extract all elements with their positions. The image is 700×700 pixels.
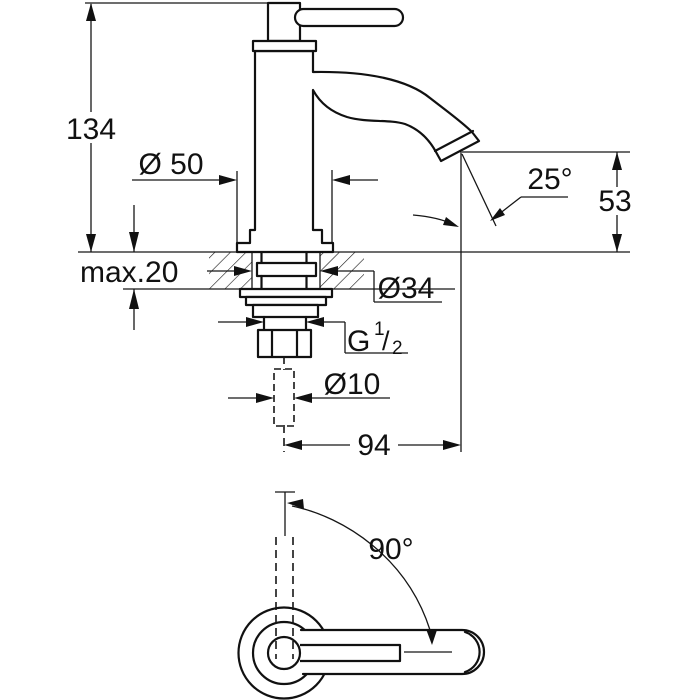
thread-g-label: G	[347, 325, 370, 358]
dimension-spout-outlet-height: 53	[598, 152, 632, 252]
mounting-shank	[255, 250, 318, 291]
dim-spout-reach: 94	[357, 429, 390, 462]
base-inner-circle	[266, 635, 302, 671]
dimension-deck-hole-diameter: Ø34	[207, 266, 442, 305]
faucet-body-and-spout	[235, 49, 481, 254]
dim-supply-pipe-diameter: Ø10	[324, 368, 381, 401]
dimension-overall-height: 134	[66, 3, 116, 252]
thread-numerator: 1	[374, 319, 385, 340]
dimension-supply-pipe-diameter: Ø10	[228, 368, 390, 403]
dim-mounting-thickness: max.20	[80, 256, 178, 289]
dimension-spout-angle: 25°	[412, 153, 573, 227]
dimension-thread-size: G 1 / 2	[218, 317, 408, 359]
lever-handle-front	[293, 7, 405, 28]
dimension-spout-reach: 94	[284, 429, 461, 462]
aerator-face-inner-line	[433, 129, 475, 153]
thread-slash: /	[382, 326, 390, 356]
washers-and-nut	[238, 287, 334, 359]
dim-spout-outlet-height: 53	[598, 185, 631, 218]
dim-base-diameter: Ø 50	[138, 148, 203, 181]
dim-handle-rotation: 90°	[368, 533, 413, 566]
lever-cap-inner-edge	[463, 630, 481, 674]
supply-pipe-dashed	[273, 356, 295, 452]
dimension-mounting-thickness: max.20	[80, 205, 178, 330]
hex-nut	[256, 328, 313, 359]
dimension-handle-rotation: 90°	[275, 491, 452, 653]
lever-neck-top	[300, 643, 402, 663]
dim-deck-hole-diameter: Ø34	[378, 272, 435, 305]
dim-overall-height: 134	[66, 113, 116, 146]
handle-collar	[251, 39, 318, 53]
thread-denominator: 2	[392, 338, 403, 359]
lever-handle-top	[299, 628, 486, 676]
top-view	[237, 537, 486, 700]
dimension-base-diameter: Ø 50	[132, 148, 378, 185]
dim-spout-angle: 25°	[527, 163, 572, 196]
